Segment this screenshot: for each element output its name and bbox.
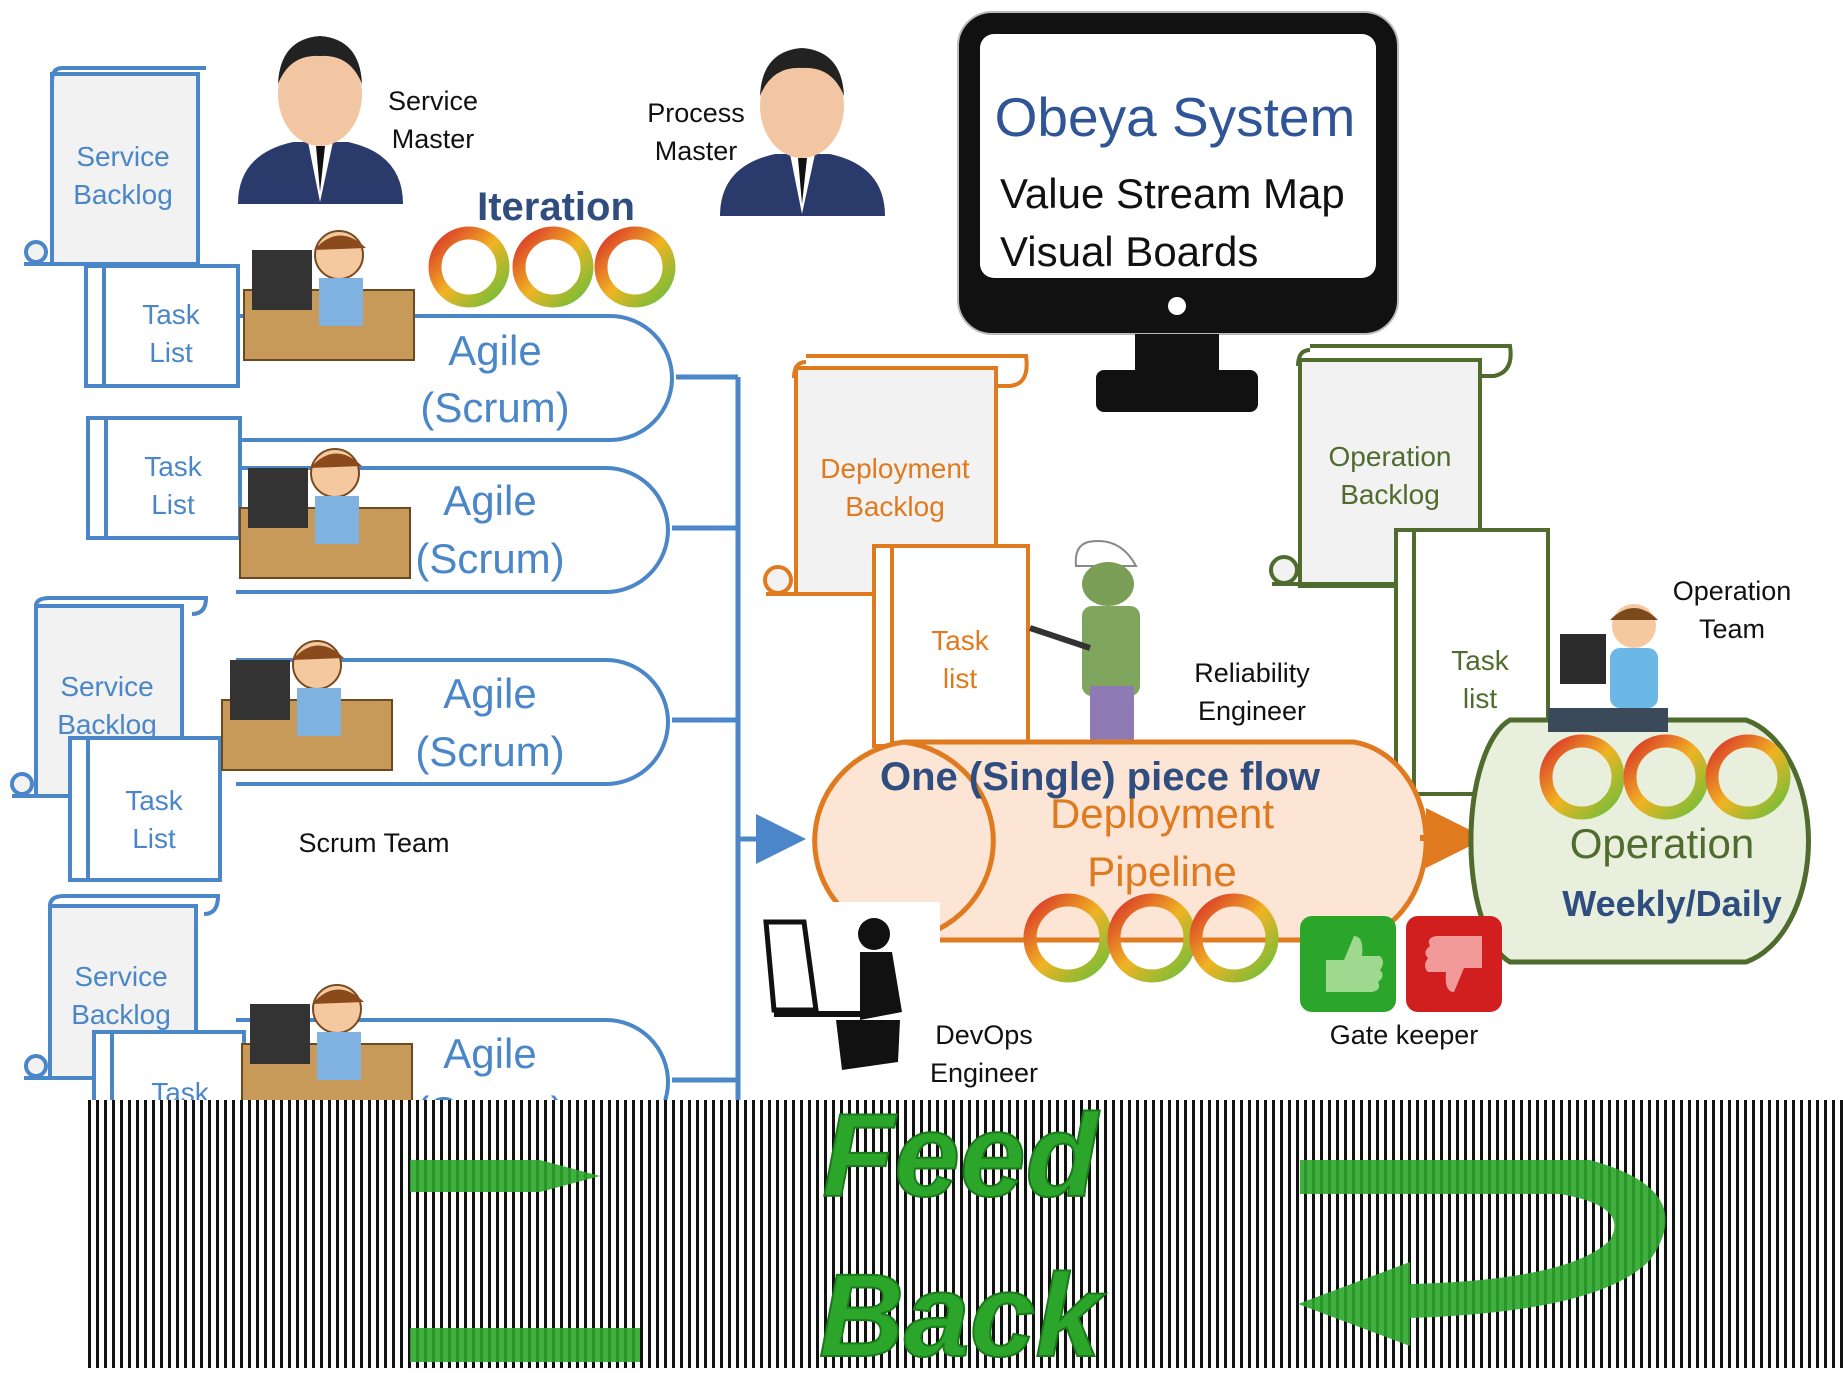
task-list-orange-line-1: Task bbox=[931, 625, 990, 656]
deployment-pipeline-shape: Deployment Pipeline One (Single) piece f… bbox=[812, 739, 1429, 943]
agile-3-line-1: Agile bbox=[443, 670, 536, 717]
agile-1-line-1: Agile bbox=[448, 327, 541, 374]
agile-1-line-2: (Scrum) bbox=[420, 384, 569, 431]
iteration-cycle-icons bbox=[428, 226, 676, 308]
task-list-olive-line-1: Task bbox=[1451, 645, 1510, 676]
gate-keeper-label: Gate keeper bbox=[1330, 1020, 1479, 1050]
cycle-icon bbox=[1705, 734, 1791, 820]
cycle-icon bbox=[1539, 734, 1625, 820]
scrum-team-label: Scrum Team bbox=[298, 828, 449, 858]
devops-engineer-icon bbox=[752, 902, 940, 1080]
cycle-icon bbox=[428, 226, 510, 308]
service-backlog-3-line-2: Backlog bbox=[71, 999, 171, 1030]
task-list-orange: Task list bbox=[872, 544, 1030, 748]
task-list-olive-line-2: list bbox=[1463, 683, 1497, 714]
agile-3-line-2: (Scrum) bbox=[415, 728, 564, 775]
pipeline-line-2: Pipeline bbox=[1087, 848, 1236, 895]
iteration-label: Iteration bbox=[477, 185, 635, 229]
reliability-engineer-line-2: Engineer bbox=[1198, 696, 1306, 726]
developer-icon bbox=[221, 640, 393, 771]
process-master-line-1: Process bbox=[647, 98, 745, 128]
feedback-banner: Feed Back bbox=[88, 1089, 1843, 1373]
cycle-icon bbox=[1023, 893, 1113, 983]
service-backlog-1-line-2: Backlog bbox=[73, 179, 173, 210]
task-list-blue-2-line-2: List bbox=[151, 489, 195, 520]
operation-shape: Operation Weekly/Daily bbox=[1468, 717, 1811, 965]
service-backlog-scroll-1: Service Backlog bbox=[24, 66, 206, 266]
task-list-blue-2-line-1: Task bbox=[144, 451, 203, 482]
task-list-blue-2: Task List bbox=[86, 416, 242, 540]
process-master-icon bbox=[720, 48, 885, 216]
agile-2-line-2: (Scrum) bbox=[415, 535, 564, 582]
feedback-word-2: Back bbox=[819, 1250, 1106, 1368]
service-master-icon bbox=[238, 36, 403, 204]
pipeline-cycle-icons bbox=[1023, 893, 1279, 983]
operation-cycle-icons bbox=[1539, 734, 1791, 820]
service-backlog-3-line-1: Service bbox=[74, 961, 167, 992]
task-list-blue-3-line-1: Task bbox=[125, 785, 184, 816]
pipeline-line-1: Deployment bbox=[1050, 790, 1274, 837]
developer-icon bbox=[239, 448, 411, 579]
feedback-word-1: Feed bbox=[822, 1090, 1100, 1222]
developer-icon bbox=[241, 984, 413, 1115]
operation-backlog-line-1: Operation bbox=[1329, 441, 1452, 472]
task-list-blue-1-line-1: Task bbox=[142, 299, 201, 330]
devops-engineer-line-1: DevOps bbox=[935, 1020, 1033, 1050]
task-list-blue-1-line-2: List bbox=[149, 337, 193, 368]
agile-4-line-1: Agile bbox=[443, 1030, 536, 1077]
operation-backlog-scroll: Operation Backlog bbox=[1269, 344, 1513, 588]
task-list-orange-line-2: list bbox=[943, 663, 977, 694]
service-master-line-2: Master bbox=[392, 124, 475, 154]
operation-cadence: Weekly/Daily bbox=[1562, 883, 1781, 924]
agile-2-line-1: Agile bbox=[443, 477, 536, 524]
operation-label: Operation bbox=[1570, 820, 1754, 867]
monitor-title: Obeya System bbox=[995, 86, 1356, 148]
service-master-line-1: Service bbox=[388, 86, 478, 116]
monitor-line-2: Visual Boards bbox=[1000, 228, 1258, 275]
operation-backlog-line-2: Backlog bbox=[1340, 479, 1440, 510]
obeya-monitor: Obeya System Value Stream Map Visual Boa… bbox=[957, 11, 1399, 412]
task-list-olive: Task list bbox=[1394, 528, 1550, 796]
service-backlog-1-line-1: Service bbox=[76, 141, 169, 172]
service-backlog-2-line-1: Service bbox=[60, 671, 153, 702]
task-list-blue-1: Task List bbox=[84, 264, 240, 388]
cycle-icon bbox=[1189, 893, 1279, 983]
operation-team-line-1: Operation bbox=[1673, 576, 1792, 606]
reliability-engineer-icon bbox=[1029, 540, 1146, 762]
process-master-line-2: Master bbox=[655, 136, 738, 166]
task-list-blue-3: Task List bbox=[68, 736, 222, 882]
deployment-backlog-line-2: Backlog bbox=[845, 491, 945, 522]
task-list-blue-3-line-2: List bbox=[132, 823, 176, 854]
pipeline-flow-label: One (Single) piece flow bbox=[880, 755, 1321, 799]
cycle-icon bbox=[512, 226, 594, 308]
gate-keeper-buttons bbox=[1300, 916, 1502, 1012]
cycle-icon bbox=[594, 226, 676, 308]
cycle-icon bbox=[1623, 734, 1709, 820]
developer-icon bbox=[243, 230, 415, 361]
deployment-backlog-line-1: Deployment bbox=[820, 453, 970, 484]
devops-engineer-line-2: Engineer bbox=[930, 1058, 1038, 1088]
monitor-line-1: Value Stream Map bbox=[1000, 170, 1345, 217]
reliability-engineer-line-1: Reliability bbox=[1194, 658, 1310, 688]
operation-team-icon bbox=[1548, 604, 1668, 732]
service-backlog-2-line-2: Backlog bbox=[57, 709, 157, 740]
operation-team-line-2: Team bbox=[1699, 614, 1765, 644]
